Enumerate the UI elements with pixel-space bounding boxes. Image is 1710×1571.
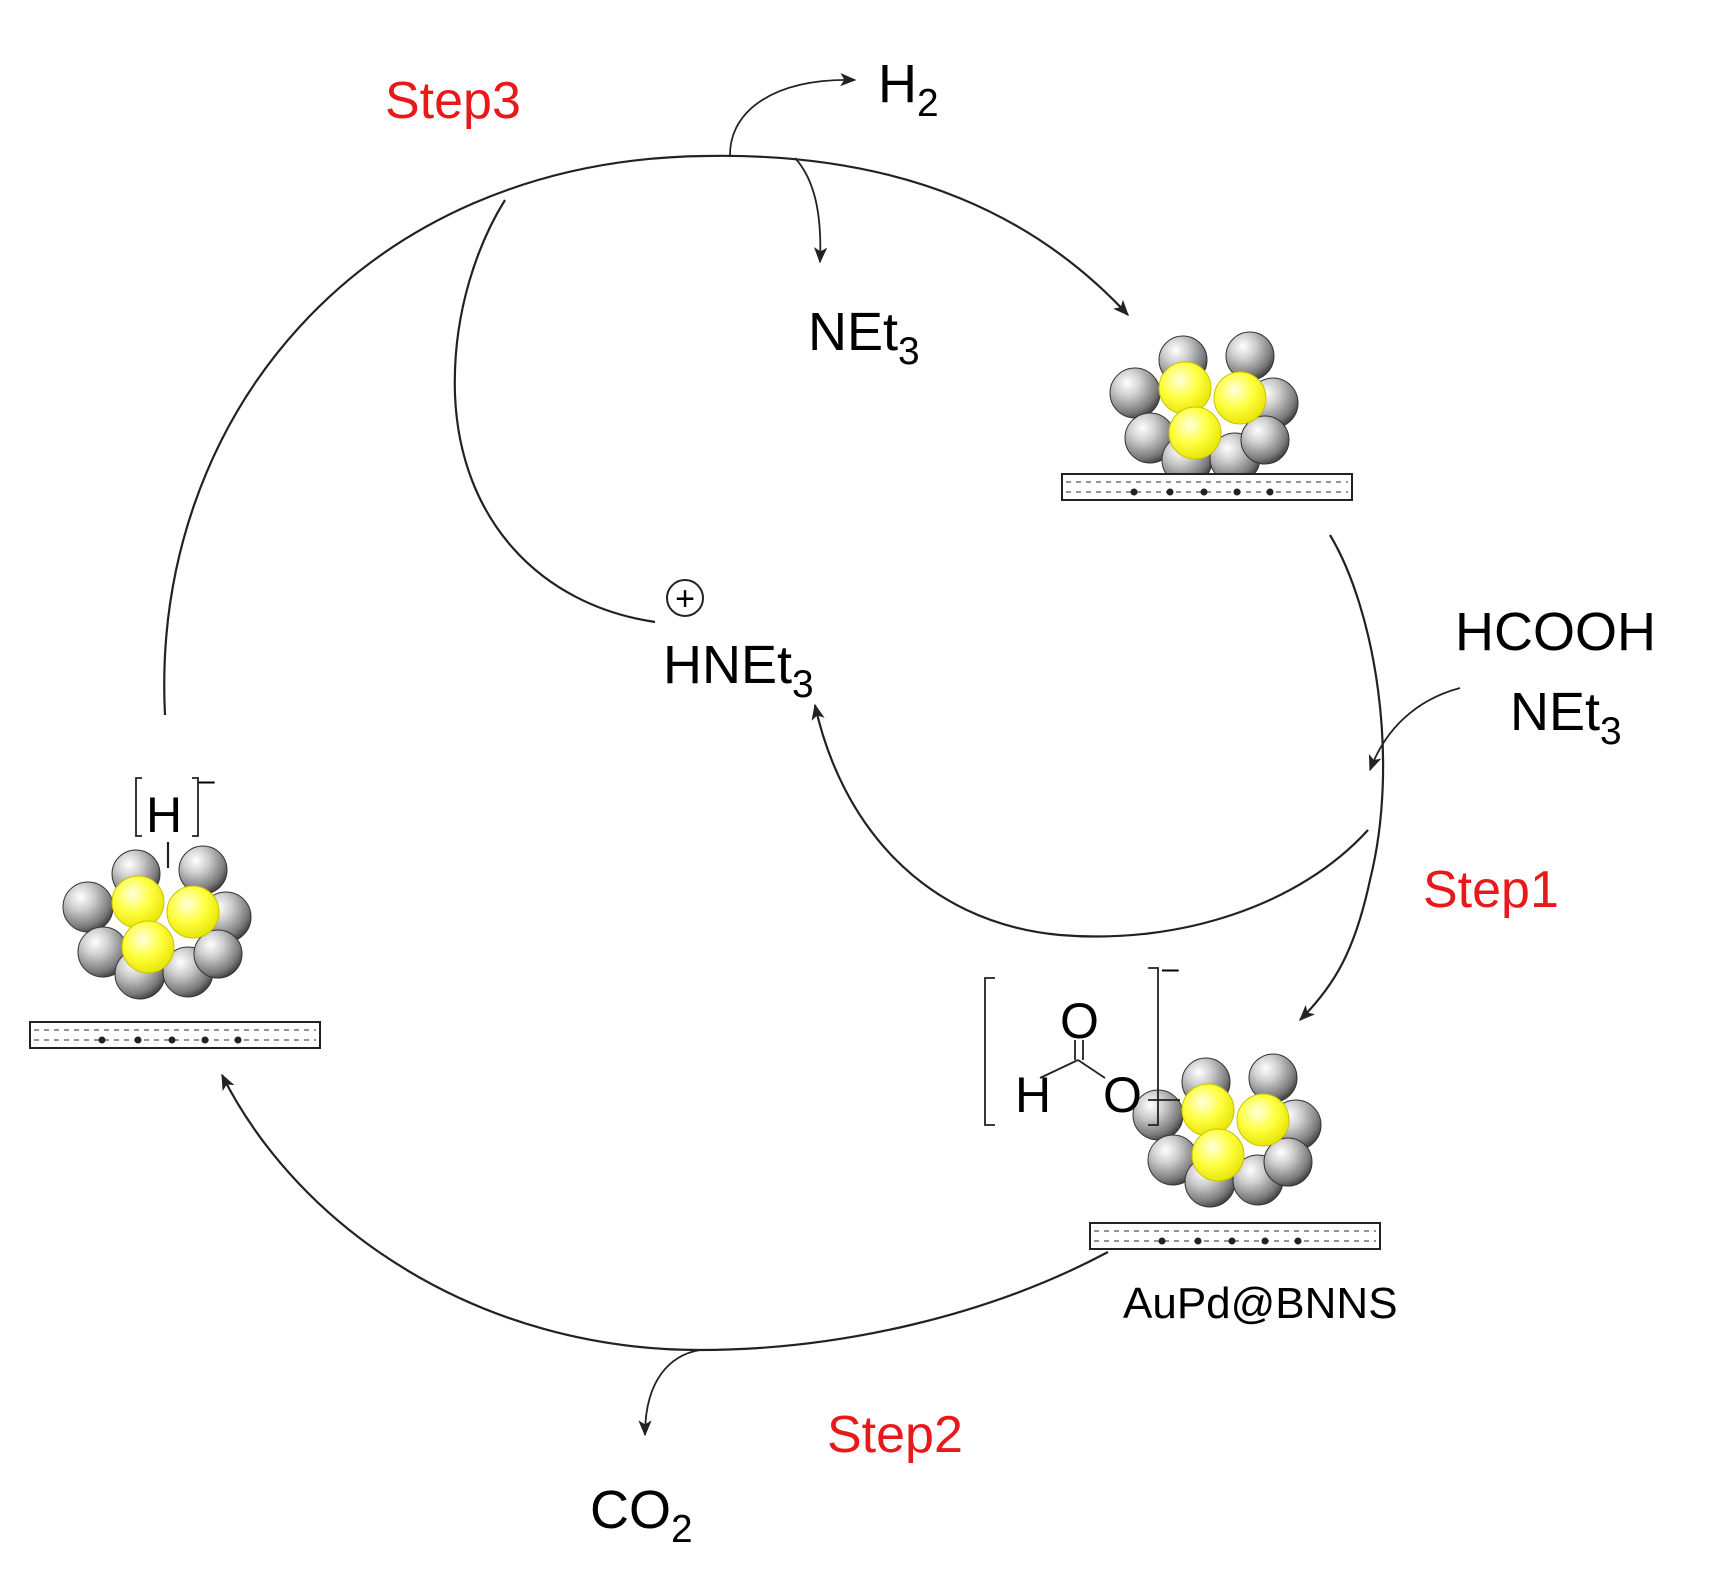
cycle-arc-top xyxy=(163,154,1129,716)
hnet3-label: HNEt3 xyxy=(663,635,814,706)
net3-right-label: NEt3 xyxy=(1510,682,1622,753)
plus-sign: + xyxy=(675,580,695,618)
hydride-bracket xyxy=(135,777,199,837)
step1-label: Step1 xyxy=(1423,861,1559,919)
cycle-arc-bottom xyxy=(221,1073,1109,1352)
catalyst-left-hydride xyxy=(29,842,321,1049)
hydride-h-label: H xyxy=(146,787,182,843)
formate-h-c-bond xyxy=(1039,1059,1079,1079)
step2-label: Step2 xyxy=(827,1406,963,1464)
hcooh-in-arrow xyxy=(1368,687,1461,772)
formate-o-carbonyl-label: O xyxy=(1060,993,1099,1049)
net3-out-arrow xyxy=(794,157,828,264)
hydride-minus-sign: – xyxy=(198,764,215,797)
h2-out-arrow xyxy=(729,72,857,156)
step3-label: Step3 xyxy=(385,72,521,130)
hnet3-plus-charge: + xyxy=(666,579,704,618)
formate-h-label: H xyxy=(1015,1067,1051,1123)
formate-minus-sign: – xyxy=(1162,952,1179,985)
hnet3-in-arc xyxy=(453,199,656,624)
formate-c-o-bond xyxy=(1077,1059,1106,1079)
hcooh-label: HCOOH xyxy=(1455,602,1656,662)
cycle-arc-right xyxy=(1299,534,1385,1021)
catalyst-top-right xyxy=(1061,331,1353,501)
hnet3-out-arc xyxy=(811,703,1369,938)
formate-o-bonded-label: O xyxy=(1103,1067,1142,1123)
co2-out-arrow xyxy=(638,1349,701,1437)
formate-bracket xyxy=(984,967,1180,1126)
net3-top-label: NEt3 xyxy=(808,302,920,373)
co2-label: CO2 xyxy=(590,1480,693,1551)
h2-label: H2 xyxy=(878,54,939,125)
catalyst-name-label: AuPd@BNNS xyxy=(1123,1279,1398,1328)
